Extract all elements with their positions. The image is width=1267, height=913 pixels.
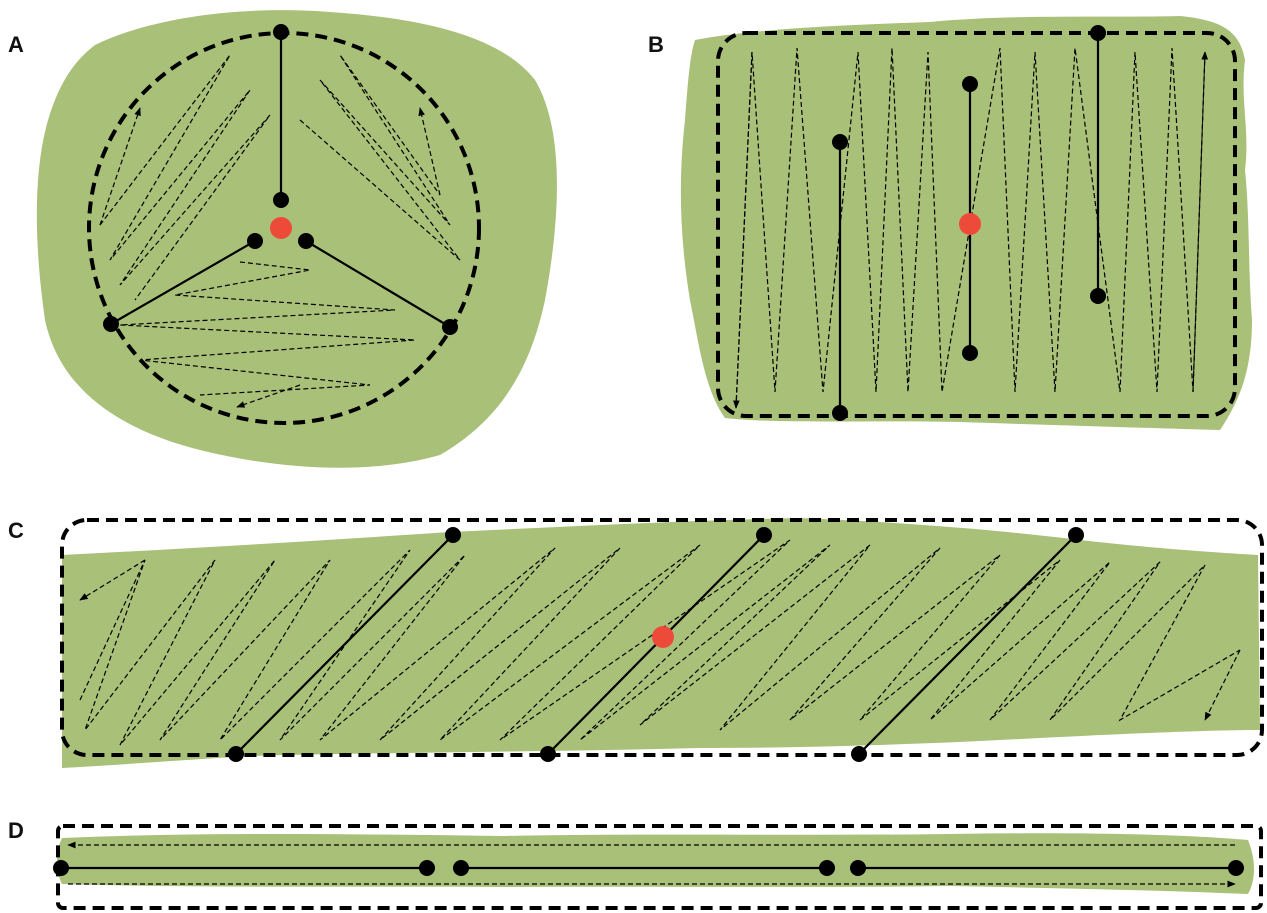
panel-b-path (732, 47, 1209, 409)
node (1090, 25, 1106, 41)
panel-c-label: C (8, 518, 24, 543)
node (453, 860, 469, 876)
segment (305, 240, 451, 328)
node (228, 746, 244, 762)
node (851, 746, 867, 762)
node (103, 316, 119, 332)
panel-b-nodes (832, 25, 1106, 421)
node (53, 860, 69, 876)
node (850, 860, 866, 876)
panel-d-field (57, 833, 1255, 894)
node (273, 24, 289, 40)
panel-d-path (67, 841, 1236, 888)
segment (235, 534, 454, 755)
node (962, 76, 978, 92)
node (298, 233, 314, 249)
panel-d-label: D (8, 818, 24, 843)
node (445, 527, 461, 543)
panel-c-nodes (228, 527, 1084, 762)
node (1068, 527, 1084, 543)
segment (858, 534, 1077, 755)
panel-a: A (8, 10, 557, 468)
panel-a-label: A (8, 32, 24, 57)
node (1090, 288, 1106, 304)
panel-a-field (36, 10, 557, 468)
center-point (959, 213, 981, 235)
panel-c-path (79, 539, 1241, 746)
node (247, 233, 263, 249)
panel-a-path (99, 54, 461, 408)
panel-a-segments (110, 32, 451, 328)
node (819, 860, 835, 876)
panel-a-nodes (103, 24, 458, 335)
node (273, 192, 289, 208)
node (962, 345, 978, 361)
panel-d: D (8, 818, 1263, 910)
panel-b: B (648, 16, 1252, 430)
panel-b-boundary (716, 31, 1237, 418)
node (540, 746, 556, 762)
node (832, 134, 848, 150)
segment (110, 240, 256, 325)
node (419, 860, 435, 876)
center-point (652, 626, 674, 648)
panel-c-boundary (60, 518, 1264, 757)
panel-d-nodes (53, 860, 1244, 876)
panel-c: C (8, 518, 1264, 768)
panel-b-label: B (648, 32, 664, 57)
node (442, 319, 458, 335)
node (1228, 860, 1244, 876)
node (756, 527, 772, 543)
center-point (270, 217, 292, 239)
node (832, 405, 848, 421)
